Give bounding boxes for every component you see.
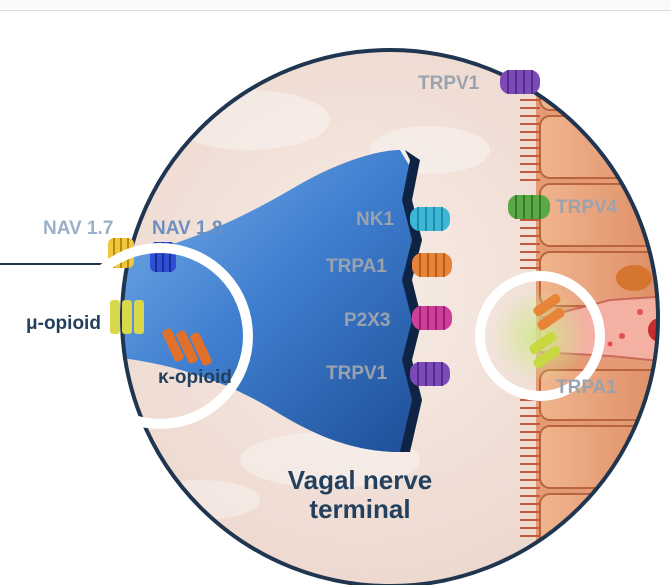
trpa1-channel-icon <box>412 253 452 277</box>
vagal-nerve-terminal-title: Vagal nerve terminal <box>240 466 480 524</box>
nav17-label: NAV 1.7 <box>43 219 113 238</box>
trpv1-epithelial-channel-icon <box>500 70 540 94</box>
title-line-2: terminal <box>240 495 480 524</box>
title-line-1: Vagal nerve <box>240 466 480 495</box>
trpa1-label: TRPA1 <box>326 257 387 276</box>
trpv1-epithelial-label: TRPV1 <box>418 74 479 93</box>
trpv1-channel-icon <box>410 362 450 386</box>
nk1-channel-icon <box>410 207 450 231</box>
p2x3-label: P2X3 <box>344 311 390 330</box>
p2x3-channel-icon <box>412 306 452 330</box>
trpv4-label: TRPV4 <box>556 198 617 217</box>
kappa-opioid-label: κ-opioid <box>158 368 232 387</box>
mu-opioid-receptor-icon <box>110 300 144 334</box>
nav18-label: NAV 1.8 <box>152 219 222 238</box>
nk1-label: NK1 <box>356 210 394 229</box>
trpa1-epithelial-label: TRPA1 <box>556 378 617 397</box>
mu-opioid-label: μ-opioid <box>26 314 101 333</box>
trpv4-channel-icon <box>508 195 550 219</box>
trpv1-label: TRPV1 <box>326 364 387 383</box>
